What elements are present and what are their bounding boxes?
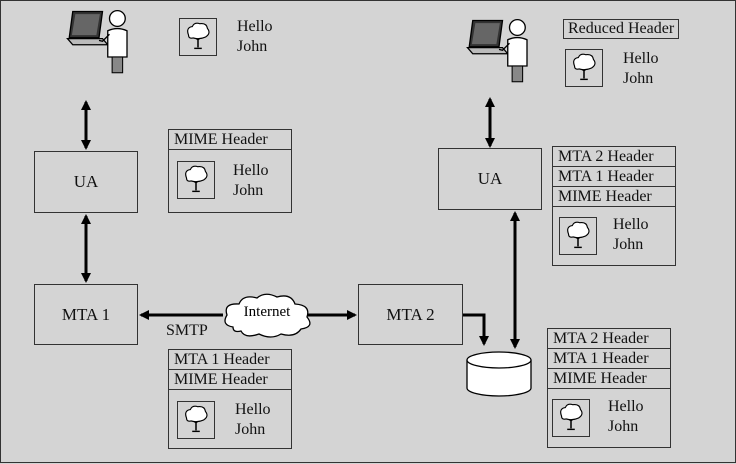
ua-right-label: UA (477, 169, 503, 188)
mta2-box: MTA 2 (358, 284, 463, 345)
tree-icon (565, 49, 603, 87)
person-at-laptop-icon (459, 17, 539, 87)
mime-header: MIME Header (548, 369, 670, 389)
mta1-box: MTA 1 (34, 284, 138, 345)
ua-right-box: UA (438, 148, 542, 210)
message-store: MTA 2 Header MTA 1 Header MIME Header He… (547, 328, 671, 448)
smtp-label: SMTP (166, 322, 208, 339)
mta2-header: MTA 2 Header (553, 147, 675, 167)
mta2-header: MTA 2 Header (548, 329, 670, 349)
database-icon (465, 351, 533, 397)
mta2-label: MTA 2 (386, 304, 435, 324)
reduced-header-label: Reduced Header (563, 19, 680, 39)
mta1-header: MTA 1 Header (169, 350, 291, 370)
mime-header: MIME Header (169, 370, 291, 390)
tree-icon (179, 18, 217, 56)
tree-icon (177, 161, 215, 199)
mime-header: MIME Header (169, 130, 291, 150)
ua-left-box: UA (34, 151, 138, 213)
mta1-label: MTA 1 (61, 304, 111, 324)
mta1-header: MTA 1 Header (553, 167, 675, 187)
ua-left-label: UA (73, 172, 99, 191)
tree-icon (552, 399, 590, 437)
tree-icon (559, 217, 597, 255)
person-at-laptop-icon (59, 8, 139, 78)
arrow-mta2-store (463, 313, 489, 346)
tree-icon (177, 401, 215, 439)
message-ua-right: MTA 2 Header MTA 1 Header MIME Header He… (552, 146, 676, 266)
cloud-icon: Internet (219, 291, 315, 339)
mta1-header: MTA 1 Header (548, 349, 670, 369)
mime-header: MIME Header (553, 187, 675, 207)
internet-label: Internet (243, 304, 291, 320)
